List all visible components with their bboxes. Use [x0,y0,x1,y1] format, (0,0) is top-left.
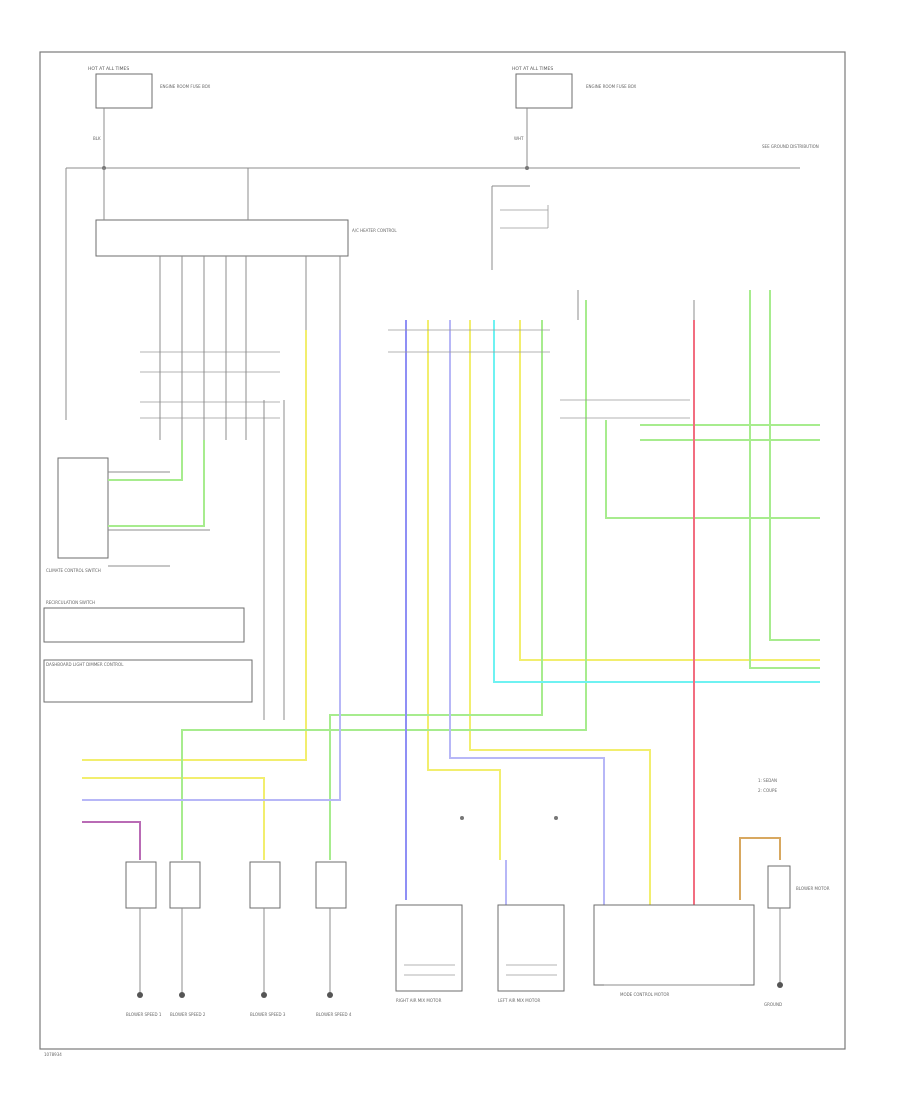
svg-text:BLK: BLK [93,136,101,141]
mode-control-label: MODE CONTROL MOTOR [620,992,669,997]
svg-text:BLOWER SPEED 2: BLOWER SPEED 2 [170,1012,206,1017]
right-top-note: SEE GROUND DISTRIBUTION [762,144,819,149]
orange-wire [739,837,781,900]
svg-text:BLOWER SPEED 1: BLOWER SPEED 1 [126,1012,162,1017]
cyan-wire [493,320,820,683]
dimmer-control: DASHBOARD LIGHT DIMMER CONTROL [43,659,253,703]
dimmer-label: DASHBOARD LIGHT DIMMER CONTROL [46,662,124,667]
svg-text:BLOWER SPEED 3: BLOWER SPEED 3 [250,1012,286,1017]
fuse-left-body: ENGINE ROOM FUSE BOX [160,84,211,89]
climate-switch-label: CLIMATE CONTROL SWITCH [46,568,101,573]
svg-text:WHT: WHT [514,136,524,141]
blower-motor: BLOWER MOTOR GROUND [764,865,830,1007]
yellow-wire-5 [469,320,651,905]
fuse-box-left: HOT AT ALL TIMES ENGINE ROOM FUSE BOX BL… [88,66,211,168]
control-unit: A/C HEATER CONTROL [95,168,397,257]
right-air-mix-label: RIGHT AIR MIX MOTOR [396,998,442,1003]
relay-switch [491,185,549,270]
ground-label: GROUND [764,1002,782,1007]
bottom-connector-2: BLOWER SPEED 2 [169,861,206,1017]
left-air-mix-label: LEFT AIR MIX MOTOR [498,998,541,1003]
bottom-connector-1: BLOWER SPEED 1 [125,861,162,1017]
bottom-connector-3: BLOWER SPEED 3 [249,861,286,1017]
magenta-wire [82,821,141,860]
connector-row-left [140,330,280,440]
yellow-wire-1 [82,330,307,761]
fuse-right-title: HOT AT ALL TIMES [512,66,553,72]
green-wire-3 [181,300,587,860]
climate-control-switch: CLIMATE CONTROL SWITCH [46,457,210,573]
violet-wire-2 [449,320,605,905]
svg-text:BLOWER SPEED 4: BLOWER SPEED 4 [316,1012,352,1017]
yellow-wire-2 [82,777,265,860]
green-wire-8 [749,290,820,669]
yellow-wire-4 [519,320,820,661]
yellow-wire-3 [427,320,501,860]
green-wire-4 [329,320,543,860]
fuse-box-right: HOT AT ALL TIMES ENGINE ROOM FUSE BOX WH… [512,66,637,168]
footer-code: 1078934 [44,1052,62,1057]
fuse-left-title: HOT AT ALL TIMES [88,66,129,72]
left-air-mix-motor: LEFT AIR MIX MOTOR [497,904,565,1003]
gray-wire-bundle-left [159,256,341,330]
bottom-connector-4: BLOWER SPEED 4 [315,861,352,1017]
violet-wire-1 [82,330,341,801]
mode-control-motor: MODE CONTROL MOTOR [593,904,755,997]
green-wire-7 [605,420,820,519]
diagram-frame [39,51,846,1050]
recirculation-label: RECIRCULATION SWITCH [46,600,95,605]
legend-2: 2: COUPE [758,788,777,793]
green-wire-2 [108,440,205,527]
green-wire-1 [108,440,183,481]
control-unit-label: A/C HEATER CONTROL [352,228,397,233]
right-air-mix-motor: RIGHT AIR MIX MOTOR [395,904,463,1003]
recirculation-switch: RECIRCULATION SWITCH [43,600,245,643]
fuse-right-body: ENGINE ROOM FUSE BOX [586,84,637,89]
green-wire-9 [769,290,820,641]
legend-1: 1: SEDAN [758,778,777,783]
blower-label: BLOWER MOTOR [796,886,830,891]
